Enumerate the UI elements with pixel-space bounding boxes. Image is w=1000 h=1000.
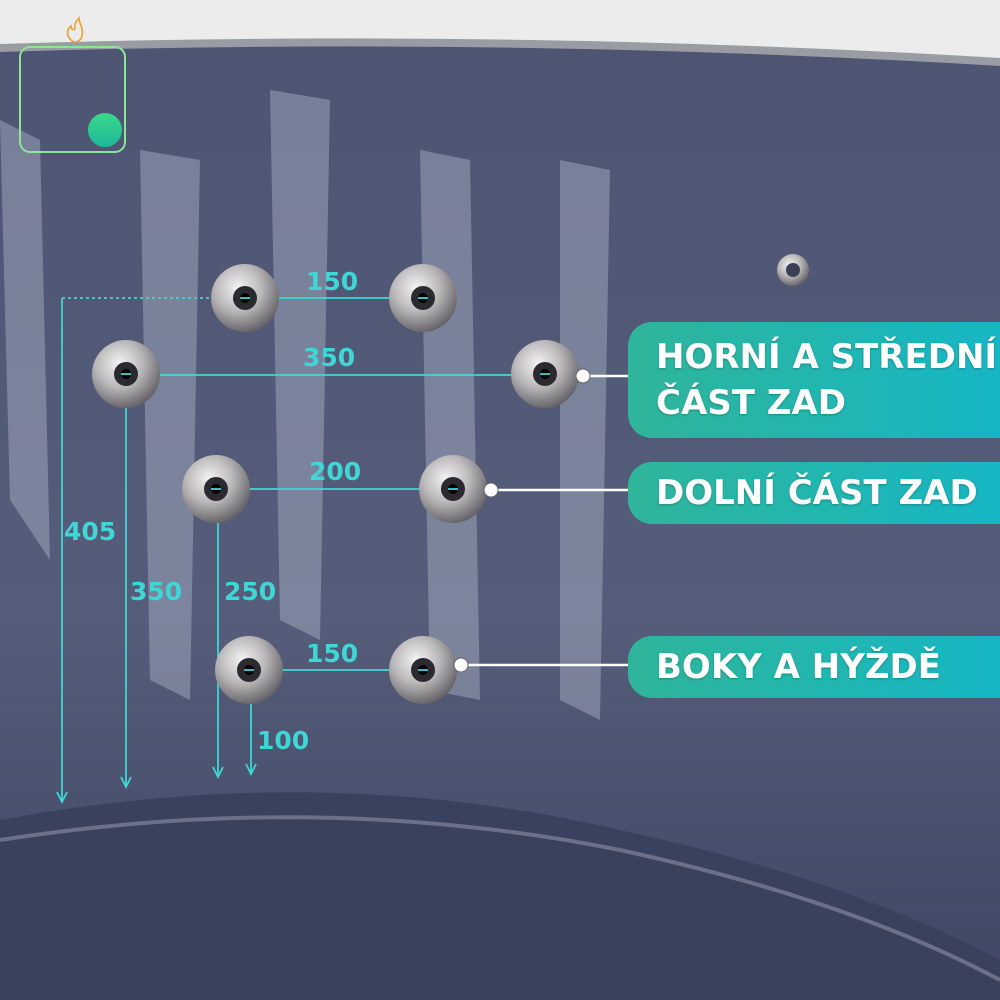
label-lower-back: DOLNÍ ČÁST ZAD xyxy=(628,462,1000,524)
dim-total-height: 405 xyxy=(64,517,116,546)
jet-centers xyxy=(121,297,550,671)
logo-frame xyxy=(19,46,126,153)
tub-seat xyxy=(0,792,1000,1000)
dim-top-row: 150 xyxy=(306,267,358,296)
tub-rim xyxy=(0,38,1000,66)
dim-hips-row: 150 xyxy=(306,639,358,668)
reflections xyxy=(0,90,610,720)
dim-upper-back-row: 350 xyxy=(303,343,355,372)
label-lower-back-text: DOLNÍ ČÁST ZAD xyxy=(656,473,978,513)
dim-hips-height: 100 xyxy=(257,726,309,755)
small-jet xyxy=(777,254,809,286)
label-hips: BOKY A HÝŽDĚ xyxy=(628,636,1000,698)
connector-dot xyxy=(575,368,591,384)
label-hips-text: BOKY A HÝŽDĚ xyxy=(656,647,941,687)
label-upper-back: HORNÍ A STŘEDNÍ ČÁST ZAD xyxy=(628,322,1000,438)
label-upper-back-line1: HORNÍ A STŘEDNÍ xyxy=(656,337,998,377)
logo-dot xyxy=(88,113,122,147)
dim-upper-height: 350 xyxy=(130,577,182,606)
connector-dot xyxy=(453,657,469,673)
connector-dot xyxy=(483,482,499,498)
dim-lower-height: 250 xyxy=(224,577,276,606)
flame-icon xyxy=(66,16,84,43)
dim-lower-back-row: 200 xyxy=(309,457,361,486)
label-upper-back-line2: ČÁST ZAD xyxy=(656,383,846,423)
